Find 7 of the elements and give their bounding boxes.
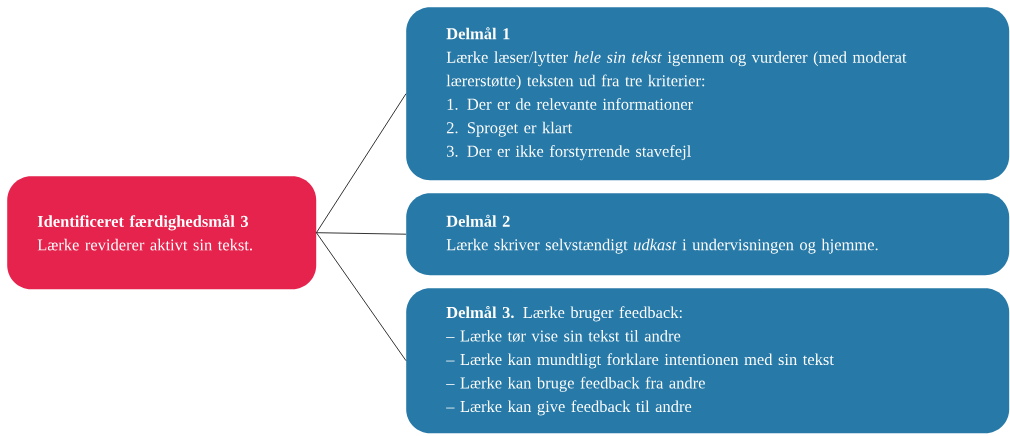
connector-line	[316, 93, 407, 234]
connector-line	[316, 232, 407, 235]
connector-line	[316, 232, 407, 362]
subgoal-box: Delmål 3. Lærke bruger feedback: – Lærke tør vise sin tekst til andre – Lærke kan mundtligt forklare intentionen med sin tekst – Lærke kan bruge feedback fra andre – Lærke kan give feedback til andre	[406, 288, 1010, 434]
goal-box: Identificeret færdighedsmål 3 Lærke reviderer aktivt sin tekst.	[7, 176, 317, 290]
subgoal-box: Delmål 1 Lærke læser/lytter hele sin tekst igennem og vurderer (med moderat lærerstøtte) teksten ud fra tre kriterier: 1. Der er de relevante informationer 2. Sproget er klart 3. Der er ikke forstyrrende stavefejl	[406, 7, 1010, 181]
subgoal-box: Delmål 2 Lærke skriver selvstændigt udkast i undervisningen og hjemme.	[406, 193, 1010, 276]
